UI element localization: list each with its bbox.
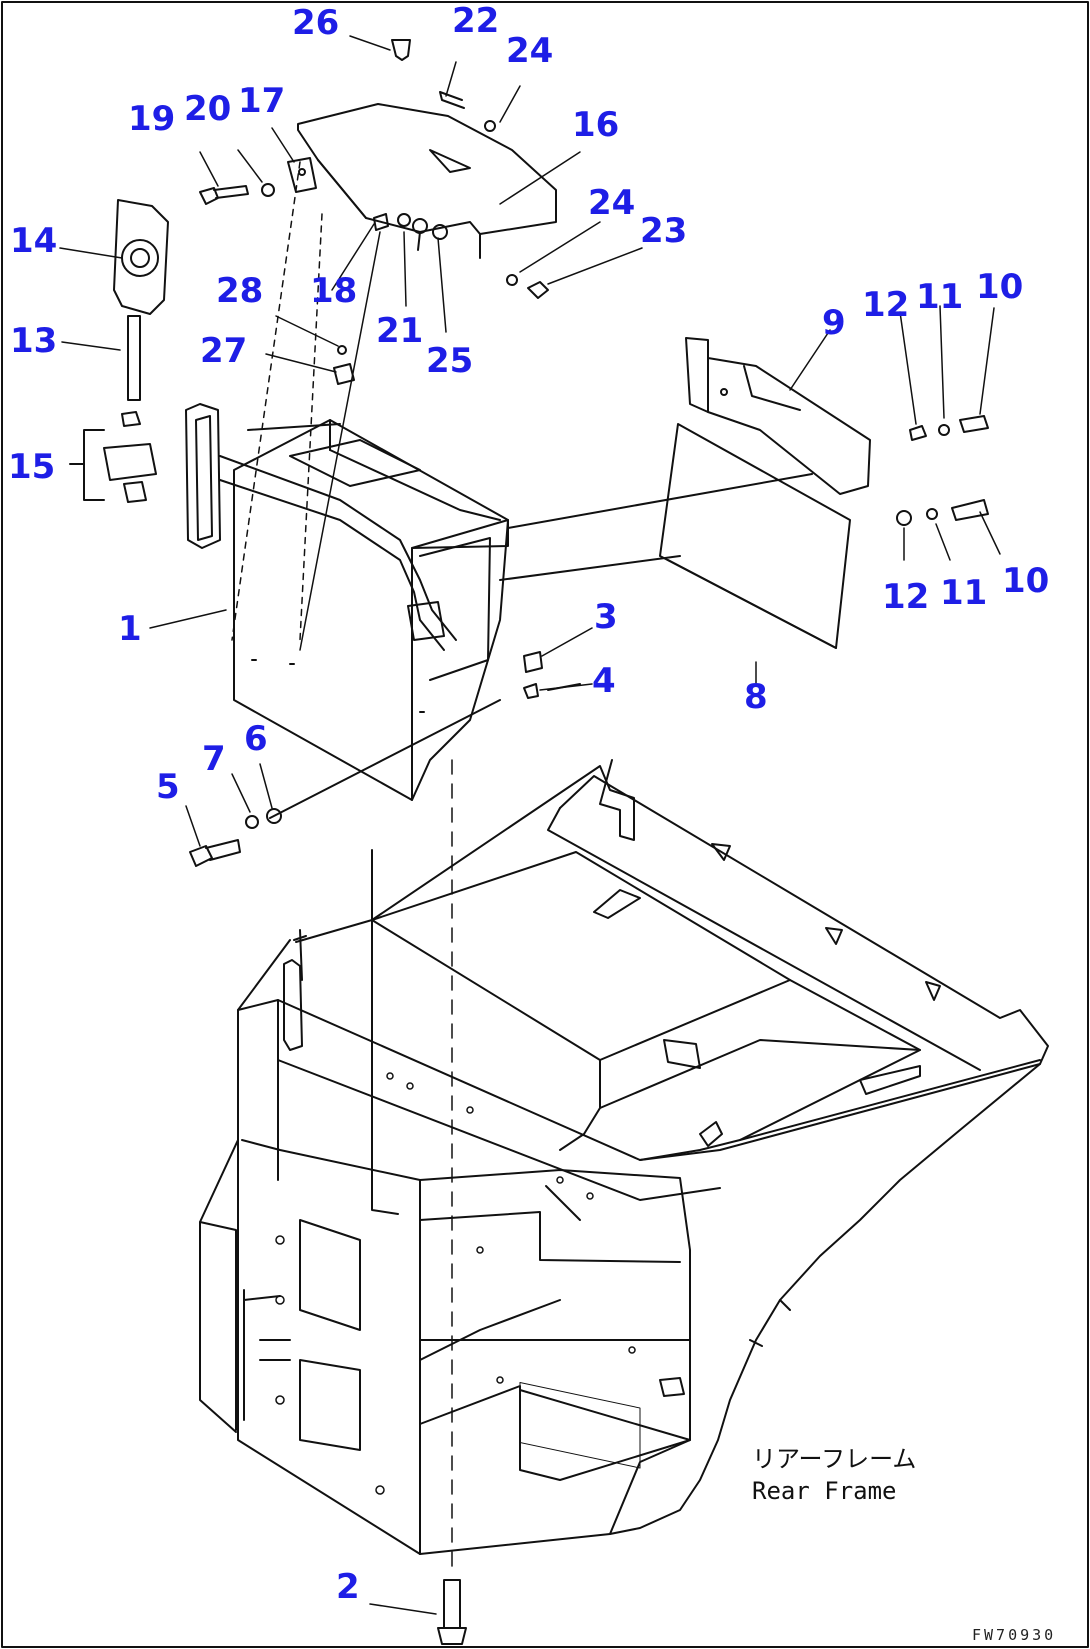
frame-holes: [275, 1072, 636, 1495]
callout-19: 19: [128, 99, 176, 139]
callout-9: 9: [822, 303, 846, 343]
callout-6: 6: [244, 719, 268, 759]
callout-5: 5: [156, 767, 180, 807]
callout-2: 2: [336, 1567, 360, 1607]
rear-frame-label-en: Rear Frame: [752, 1477, 897, 1505]
cover-plate-part: [297, 103, 557, 259]
callout-12: 12: [882, 577, 930, 617]
callout-11: 11: [916, 277, 964, 317]
callout-18: 18: [310, 271, 358, 311]
callout-10: 10: [976, 267, 1024, 307]
callout-4: 4: [592, 661, 616, 701]
callout-27: 27: [200, 331, 248, 371]
callout-8: 8: [744, 677, 768, 717]
main-box-part: [185, 403, 509, 801]
callout-13: 13: [10, 321, 58, 361]
callout-22: 22: [452, 1, 500, 41]
callout-21: 21: [376, 311, 424, 351]
callout-7: 7: [202, 739, 226, 779]
bolt-2-centerline: [437, 759, 467, 1645]
callout-23: 23: [640, 211, 688, 251]
callout-25: 25: [426, 341, 474, 381]
callout-14: 14: [10, 221, 58, 261]
leader-lines: [59, 35, 1001, 1615]
callout-15: 15: [8, 447, 56, 487]
callout-1: 1: [118, 609, 142, 649]
callout-26: 26: [292, 3, 340, 43]
lower-left-fasteners: [189, 651, 581, 867]
callout-20: 20: [184, 89, 232, 129]
rear-frame-part: [199, 759, 1049, 1555]
callout-11: 11: [940, 573, 988, 613]
bracket-rod-clamp: [69, 199, 169, 503]
callout-24: 24: [588, 183, 636, 223]
rear-frame-label-jp: リアーフレーム: [752, 1445, 917, 1473]
callout-10: 10: [1002, 561, 1050, 601]
callout-24: 24: [506, 31, 554, 71]
figure-code: FW70930: [972, 1626, 1057, 1644]
callout-17: 17: [238, 81, 286, 121]
callout-16: 16: [572, 105, 620, 145]
callout-12: 12: [862, 285, 910, 325]
callout-28: 28: [216, 271, 264, 311]
top-fasteners: [199, 39, 549, 385]
side-covers-part: [499, 337, 989, 649]
callout-3: 3: [594, 597, 618, 637]
